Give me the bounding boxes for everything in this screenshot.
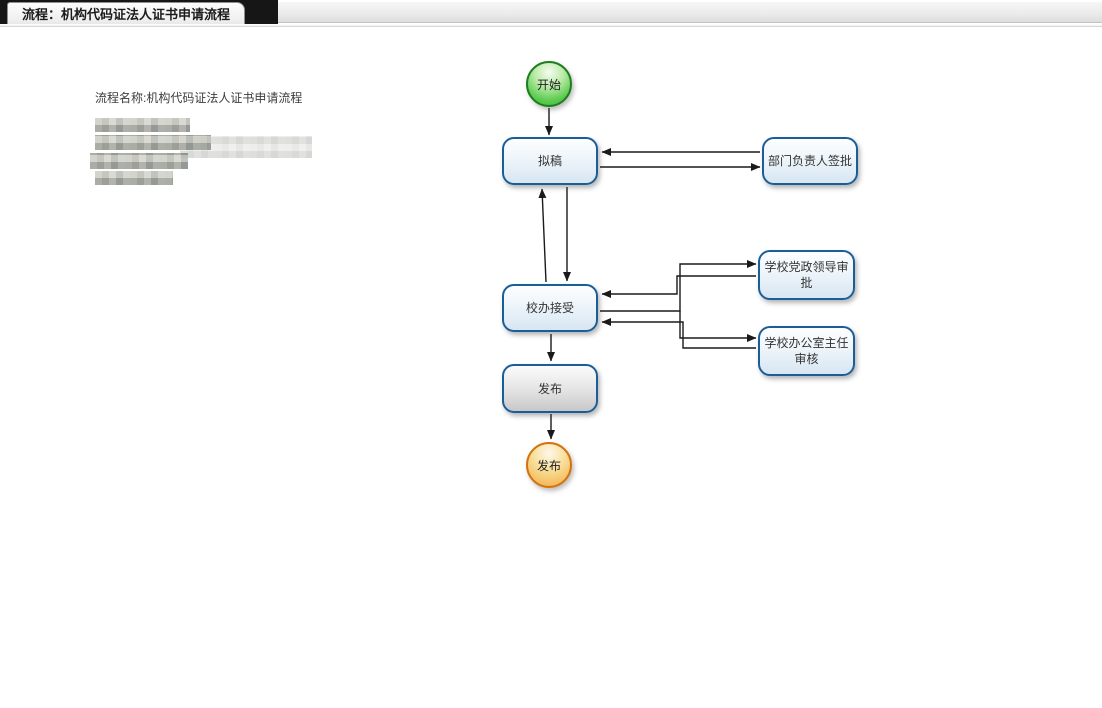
flow-node-publish[interactable]: 发布 [502, 364, 598, 413]
flow-node-dept-approval-label: 部门负责人签批 [768, 154, 853, 168]
flow-node-start[interactable]: 开始 [526, 61, 572, 107]
redacted-line-3 [90, 153, 188, 169]
tab-bar: 流程：机构代码证法人证书申请流程 [0, 0, 1102, 27]
redacted-line-4 [95, 171, 173, 185]
flow-node-office-accept-label: 校办接受 [525, 301, 574, 315]
redacted-line-1 [95, 118, 190, 132]
process-name-label: 流程名称:机构代码证法人证书申请流程 [95, 91, 303, 105]
flow-node-publish-label: 发布 [537, 381, 562, 396]
flow-node-leaders-approval-label: 学校党政领导审批 [764, 260, 849, 290]
flow-node-draft[interactable]: 拟稿 [502, 137, 598, 185]
flow-node-office-accept[interactable]: 校办接受 [502, 284, 598, 332]
flow-node-draft-label: 拟稿 [537, 154, 562, 168]
flow-node-end[interactable]: 发布 [526, 442, 572, 488]
tab-bar-edge [0, 24, 1102, 27]
tab-process-title[interactable]: 流程：机构代码证法人证书申请流程 [7, 2, 246, 27]
flow-node-director-review[interactable]: 学校办公室主任审核 [758, 326, 855, 376]
flow-node-dept-approval[interactable]: 部门负责人签批 [762, 137, 858, 185]
redacted-line-2 [95, 135, 211, 150]
flow-node-leaders-approval[interactable]: 学校党政领导审批 [758, 250, 855, 300]
flow-node-director-review-label: 学校办公室主任审核 [764, 336, 849, 366]
tab-label: 流程：机构代码证法人证书申请流程 [22, 7, 231, 22]
redacted-smear [180, 136, 312, 158]
flow-node-start-label: 开始 [536, 77, 561, 92]
flow-node-end-label: 发布 [536, 458, 561, 473]
